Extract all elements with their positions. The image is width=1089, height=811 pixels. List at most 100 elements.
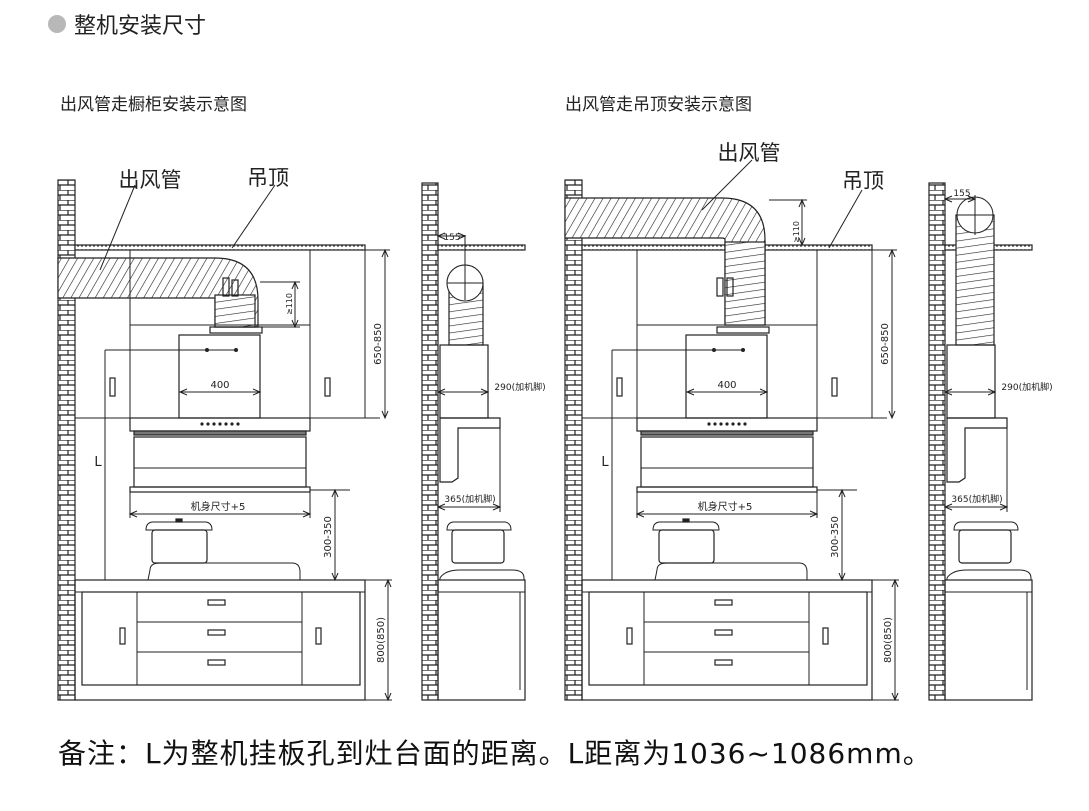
gap-dimension-arrows bbox=[291, 280, 299, 329]
door-handle bbox=[822, 627, 829, 645]
side-pot-lid bbox=[446, 521, 512, 531]
bullet-icon bbox=[48, 15, 66, 33]
side-155-label: 155 bbox=[953, 189, 970, 199]
counter-front bbox=[588, 591, 868, 686]
mount-hole bbox=[712, 348, 716, 352]
duct-leader-line bbox=[99, 184, 136, 271]
hood-vent-grille bbox=[640, 430, 814, 436]
pot-lid bbox=[652, 521, 720, 531]
side-pot bbox=[958, 529, 1012, 564]
drawer-handle bbox=[207, 629, 226, 636]
side-hood-body bbox=[439, 417, 501, 483]
counter-dimension-label: 800(850) bbox=[883, 617, 894, 663]
side-290-label: 290(加机脚) bbox=[1001, 381, 1052, 393]
drawer-handle bbox=[714, 599, 733, 606]
pot-knob bbox=[175, 518, 183, 523]
cabinet-handle bbox=[324, 377, 331, 397]
control-button bbox=[200, 422, 204, 426]
section-title: 整机安装尺寸 bbox=[48, 8, 206, 40]
hood-body bbox=[133, 436, 307, 488]
flex-duct-segment bbox=[214, 294, 256, 328]
duct-clamp bbox=[726, 277, 734, 297]
side-155-dimension-arrows bbox=[436, 232, 467, 240]
stove-burner bbox=[654, 562, 808, 581]
counter-dimension-arrows bbox=[384, 578, 392, 702]
drawer-handle bbox=[207, 659, 226, 666]
control-button bbox=[218, 422, 222, 426]
panel-cabinet: 出风管 吊顶 ≥110 400 650-850 机身尺寸+5 300-350 L 800(850… bbox=[57, 166, 546, 702]
side-counter bbox=[944, 579, 1033, 701]
body-dimension-label: 机身尺寸+5 bbox=[191, 500, 246, 513]
side-365-dimension-arrows bbox=[436, 503, 502, 511]
control-button bbox=[230, 422, 234, 426]
panel-subtitle-cabinet: 出风管走橱柜安装示意图 bbox=[60, 95, 247, 115]
drawer-handle bbox=[714, 659, 733, 666]
panel-ceiling: 出风管吊顶≥110400650-850机身尺寸+5300-350L800(850… bbox=[564, 141, 1053, 702]
control-button bbox=[737, 422, 741, 426]
ceiling-label: 吊顶 bbox=[247, 166, 289, 190]
ceiling-leader-line bbox=[231, 184, 276, 249]
stove-dimension-label: 300-350 bbox=[323, 516, 334, 558]
counter-dimension-label: 800(850) bbox=[376, 617, 387, 663]
stove-burner bbox=[147, 562, 301, 581]
gap-dimension-label: ≥110 bbox=[285, 293, 294, 315]
side-155-label: 155 bbox=[443, 233, 460, 243]
door-handle bbox=[315, 627, 322, 645]
side-hood-chimney bbox=[946, 344, 996, 419]
control-button bbox=[725, 422, 729, 426]
counter-front bbox=[81, 591, 361, 686]
control-button bbox=[212, 422, 216, 426]
duct-label: 出风管 bbox=[119, 168, 182, 192]
gap-dimension-arrows bbox=[798, 198, 806, 247]
cabinet-handle bbox=[109, 377, 116, 397]
duct-clamp bbox=[716, 277, 724, 297]
control-button bbox=[206, 422, 210, 426]
panel-subtitle-ceiling: 出风管走吊顶安装示意图 bbox=[565, 95, 752, 115]
brick-wall bbox=[564, 179, 583, 701]
drawer-handle bbox=[207, 599, 226, 606]
duct-leader-line bbox=[701, 159, 753, 211]
ceiling-label: 吊顶 bbox=[842, 169, 884, 193]
section-title-text: 整机安装尺寸 bbox=[74, 14, 207, 39]
side-365-label: 365(加机脚) bbox=[444, 493, 495, 505]
width-dimension-arrows bbox=[685, 388, 769, 396]
duct-clamp bbox=[222, 277, 230, 297]
gap-dimension-label: ≥110 bbox=[792, 221, 801, 243]
width-dimension-label: 400 bbox=[210, 380, 229, 391]
side-290-dimension-arrows bbox=[943, 388, 997, 396]
side-stove bbox=[946, 569, 1032, 581]
ceiling bbox=[74, 244, 366, 251]
mount-hole bbox=[741, 348, 745, 352]
side-365-dimension-arrows bbox=[943, 503, 1009, 511]
side-brick-wall bbox=[928, 182, 946, 701]
pot-knob bbox=[682, 518, 690, 523]
side-pot-lid bbox=[953, 521, 1019, 531]
side-counter bbox=[437, 579, 526, 701]
pot bbox=[658, 529, 715, 564]
control-button bbox=[731, 422, 735, 426]
hood-chimney bbox=[685, 334, 768, 419]
duct-clamp bbox=[231, 279, 239, 297]
body-dimension-label: 机身尺寸+5 bbox=[698, 500, 753, 513]
counter bbox=[581, 579, 873, 701]
control-button bbox=[707, 422, 711, 426]
cabinet-handle bbox=[831, 377, 838, 397]
installation-note: 备注：L为整机挂板孔到灶台面的距离。L距离为1036~1086mm。 bbox=[58, 737, 932, 770]
height-dimension-label: 650-850 bbox=[373, 323, 384, 365]
width-dimension-arrows bbox=[178, 388, 262, 396]
flex-duct-segment bbox=[724, 241, 766, 326]
height-dimension-arrows bbox=[381, 248, 389, 420]
counter bbox=[74, 579, 366, 701]
side-365-label: 365(加机脚) bbox=[951, 493, 1002, 505]
L-label: L bbox=[94, 455, 102, 470]
mount-hole bbox=[234, 348, 238, 352]
hood-body bbox=[640, 436, 814, 488]
hood-chimney bbox=[178, 334, 261, 419]
door-handle bbox=[119, 627, 126, 645]
door-handle bbox=[626, 627, 633, 645]
side-290-label: 290(加机脚) bbox=[494, 381, 545, 393]
cabinet-handle bbox=[616, 377, 623, 397]
counter-dimension-arrows bbox=[891, 578, 899, 702]
control-button bbox=[743, 422, 747, 426]
